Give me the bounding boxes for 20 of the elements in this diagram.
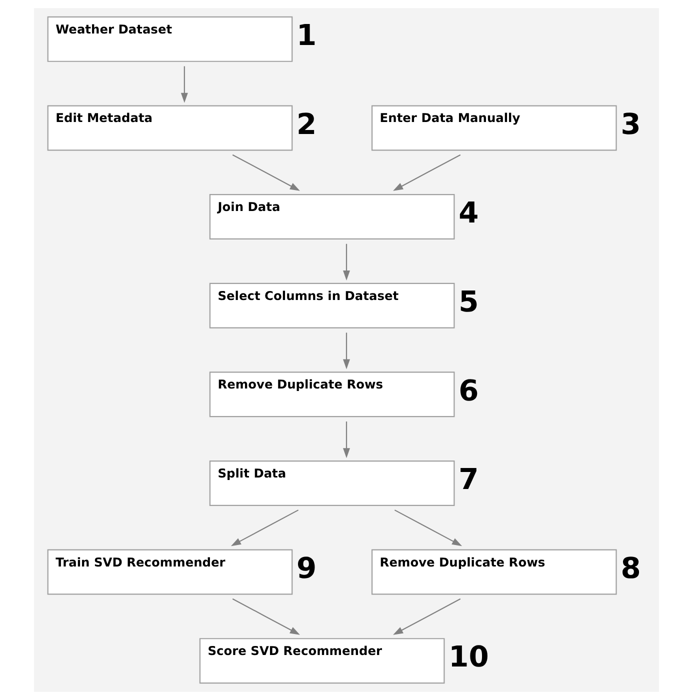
arrow <box>232 598 300 635</box>
node-label: 3 <box>620 106 641 141</box>
arrow <box>180 66 188 103</box>
node-label: 8 <box>620 550 641 585</box>
arrow <box>230 510 299 546</box>
arrow <box>232 154 300 191</box>
node-label: 7 <box>458 462 479 496</box>
arrow <box>343 244 350 280</box>
node-label: 1 <box>296 18 317 52</box>
arrow <box>343 332 350 370</box>
arrow <box>393 598 461 635</box>
node-label: 5 <box>458 284 479 318</box>
node-label: 9 <box>296 550 317 585</box>
node-label: 4 <box>458 196 479 230</box>
arrow <box>394 510 462 546</box>
arrow <box>393 154 461 191</box>
arrow <box>343 422 350 458</box>
node-label: 10 <box>448 640 489 674</box>
node-label: 6 <box>458 373 479 408</box>
node-label: 2 <box>296 106 317 141</box>
